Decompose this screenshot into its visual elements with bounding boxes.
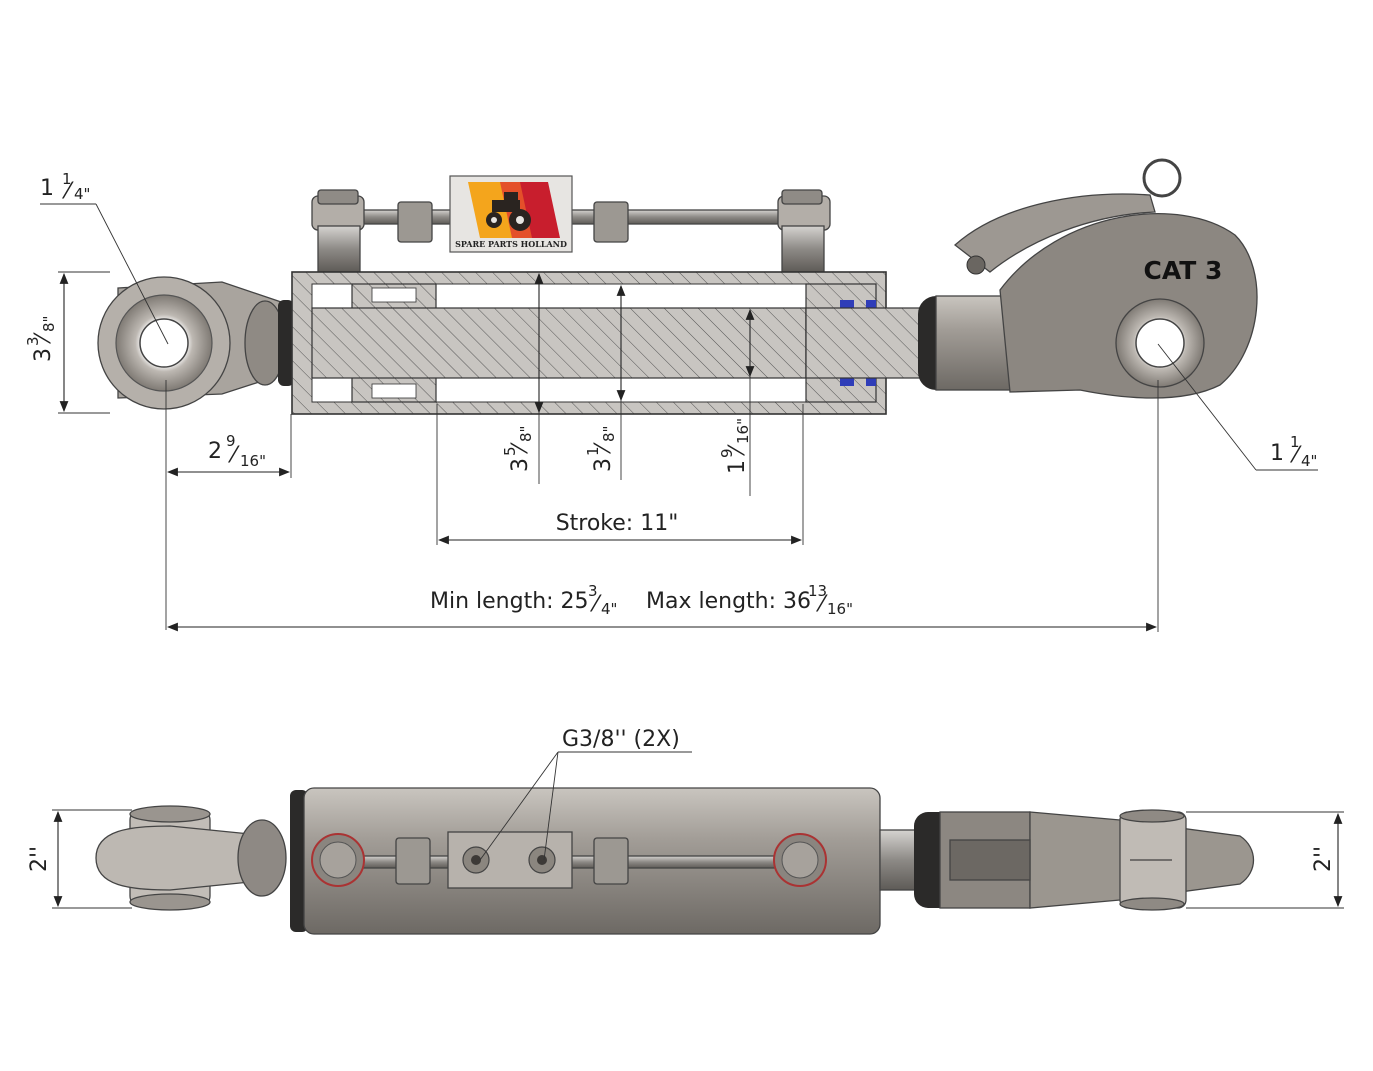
top-view: G3/8'' (2X) 2'' 2'' [27,727,1344,935]
svg-text:1: 1 [1270,441,1284,466]
svg-text:8": 8" [517,426,535,442]
svg-text:4": 4" [601,600,617,618]
rod-seal-top-2 [866,300,876,310]
logo-text: SPARE PARTS HOLLAND [455,239,567,249]
svg-text:9: 9 [226,432,236,450]
svg-text:3: 3 [591,458,616,472]
svg-text:1: 1 [62,170,72,188]
svg-text:4": 4" [1301,452,1317,470]
dim-overall-length: Min length: 25 3 ⁄ 4" Max length: 36 13 … [166,380,1159,632]
svg-text:5: 5 [501,446,519,456]
ball-eye [97,276,294,410]
cat3-label: CAT 3 [1144,256,1223,285]
tractor-icon [486,192,531,231]
dim-stroke: Stroke: 11" [436,404,804,545]
rod-seal-top [840,300,854,310]
dim-ball-width: 2'' [27,809,132,909]
rod-seal-bottom [840,376,854,386]
top-hook [879,809,1254,911]
cylinder-section [291,271,927,415]
dim-ports: G3/8'' (2X) [479,727,692,861]
svg-text:1: 1 [725,460,750,474]
svg-text:3: 3 [31,348,56,362]
svg-text:1: 1 [40,176,54,201]
side-view: SPARE PARTS HOLLAND [24,158,1318,632]
svg-text:13: 13 [808,582,827,600]
svg-text:Min length: 25: Min length: 25 [430,589,589,614]
svg-text:16": 16" [827,600,853,618]
svg-text:3: 3 [24,336,42,346]
svg-text:9: 9 [718,448,736,458]
svg-text:3: 3 [588,582,598,600]
top-cylinder [290,787,881,935]
svg-text:8": 8" [40,316,58,332]
top-ball-eye [95,805,287,911]
svg-text:Max length: 36: Max length: 36 [646,589,811,614]
svg-text:2'': 2'' [27,846,52,872]
svg-text:8": 8" [600,426,618,442]
cat3-hook: CAT 3 [918,158,1258,399]
dim-ball-eye-height: 3 3 ⁄ 8" [24,271,110,414]
dim-hook-width: 2'' [1186,811,1344,909]
svg-text:G3/8'' (2X): G3/8'' (2X) [562,727,680,752]
svg-text:1: 1 [1290,433,1300,451]
svg-text:16": 16" [734,418,752,444]
rod-seal-bottom-2 [866,376,876,386]
svg-text:16": 16" [240,452,266,470]
spare-parts-holland-logo: SPARE PARTS HOLLAND [449,175,573,253]
svg-text:Stroke: 11": Stroke: 11" [556,511,679,536]
dim-ball-eye-diameter: 1 1 ⁄ 4" [40,170,169,345]
svg-text:2'': 2'' [1311,846,1336,872]
svg-text:3: 3 [508,458,533,472]
svg-text:4": 4" [74,185,90,203]
dim-eye-to-cylinder: 2 9 ⁄ 16" [165,380,292,630]
svg-text:1: 1 [584,446,602,456]
svg-text:2: 2 [208,439,222,464]
